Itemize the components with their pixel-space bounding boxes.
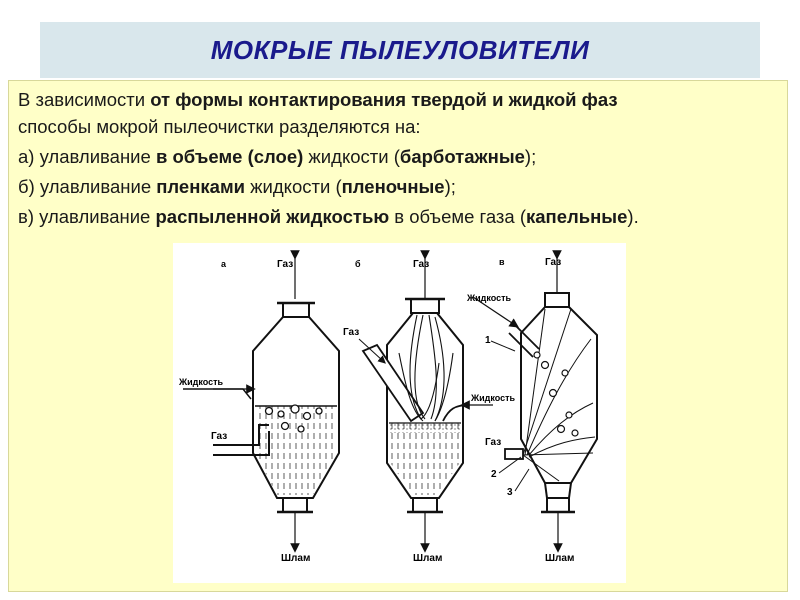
panel-b-letter: б — [355, 259, 361, 269]
item-a: а) улавливание в объеме (слое) жидкости … — [18, 143, 778, 170]
item-v: в) улавливание распыленной жидкостью в о… — [18, 203, 778, 230]
liquid-label-v: Жидкость — [466, 293, 512, 303]
item-v-type: капельные — [526, 206, 628, 227]
gas-in-label-v: Газ — [485, 437, 501, 448]
gas-top-label-b: Газ — [413, 259, 429, 270]
item-b-type: пленочные — [341, 176, 445, 197]
gas-top-label-a: Газ — [277, 259, 293, 270]
vessel-b: б Газ Шлам Газ Жидкость — [343, 250, 516, 564]
gas-top-label-v: Газ — [545, 257, 561, 268]
vessel-b-top-pipe — [410, 298, 440, 314]
panel-a-letter: а — [221, 259, 227, 269]
item-a-text: а) улавливание — [18, 146, 156, 167]
vessel-v-bottom-pipe — [546, 497, 570, 513]
vessel-v-body — [520, 306, 598, 484]
item-b-bold: пленками — [156, 176, 246, 197]
gas-in-label-b: Газ — [343, 327, 359, 338]
item-a-text-2: жидкости ( — [303, 146, 400, 167]
title-bar: МОКРЫЕ ПЫЛЕУЛОВИТЕЛИ — [40, 22, 760, 78]
intro-text: В зависимости — [18, 89, 151, 110]
vessel-a-bottom-pipe — [282, 497, 308, 513]
item-b-text: б) улавливание — [18, 176, 157, 197]
liquid-layer-b — [389, 423, 461, 495]
item-b: б) улавливание пленками жидкости (пленоч… — [18, 173, 778, 200]
liquid-layer-a — [255, 406, 337, 495]
gas-duct-b — [361, 343, 425, 423]
item-v-bold: распыленной жидкостью — [155, 206, 390, 227]
item-v-end: ). — [627, 206, 639, 227]
vessel-v-top-pipe — [544, 292, 570, 308]
vessel-v: в Газ Шлам Жидкость 1 — [466, 250, 598, 564]
item-a-end: ); — [524, 146, 537, 167]
sludge-label-a: Шлам — [281, 553, 310, 564]
liquid-label-b: Жидкость — [470, 393, 516, 403]
page-title: МОКРЫЕ ПЫЛЕУЛОВИТЕЛИ — [210, 34, 590, 65]
callout-1-v: 1 — [485, 335, 491, 346]
panel-v-letter: в — [499, 257, 505, 267]
intro-text-2: способы мокрой пылеочистки разделяются н… — [18, 116, 421, 137]
vessel-a: а Газ Шлам Газ Жидкость — [178, 250, 340, 564]
item-v-text: в) улавливание — [18, 206, 156, 227]
intro-bold: от формы контактирования твердой и жидко… — [150, 89, 618, 110]
droplets-v — [533, 351, 579, 437]
item-b-text-2: жидкости ( — [245, 176, 342, 197]
callout-2-v: 2 — [491, 469, 497, 480]
bubbles-a — [264, 404, 323, 433]
text-block: В зависимости от формы контактирования т… — [18, 86, 778, 230]
callout-3-v: 3 — [507, 487, 513, 498]
intro-line-1: В зависимости от формы контактирования т… — [18, 86, 778, 113]
item-b-end: ); — [444, 176, 456, 197]
film-streams-b — [398, 314, 454, 422]
item-a-type: барботажные — [399, 146, 525, 167]
spray-streams-v — [522, 308, 596, 482]
item-v-text-2: в объеме газа ( — [389, 206, 526, 227]
sludge-label-b: Шлам — [413, 553, 442, 564]
item-a-bold: в объеме (слое) — [155, 146, 304, 167]
vessel-a-top-pipe — [282, 302, 310, 318]
gas-in-label-a: Газ — [211, 431, 227, 442]
sludge-label-v: Шлам — [545, 553, 574, 564]
diagram-svg: а Газ Шлам Газ Жидкость б Газ — [178, 250, 598, 564]
vessel-b-bottom-pipe — [412, 497, 438, 513]
liquid-label-a: Жидкость — [178, 377, 224, 387]
intro-line-2: способы мокрой пылеочистки разделяются н… — [18, 113, 778, 140]
scrubber-diagram: а Газ Шлам Газ Жидкость б Газ — [173, 243, 626, 583]
